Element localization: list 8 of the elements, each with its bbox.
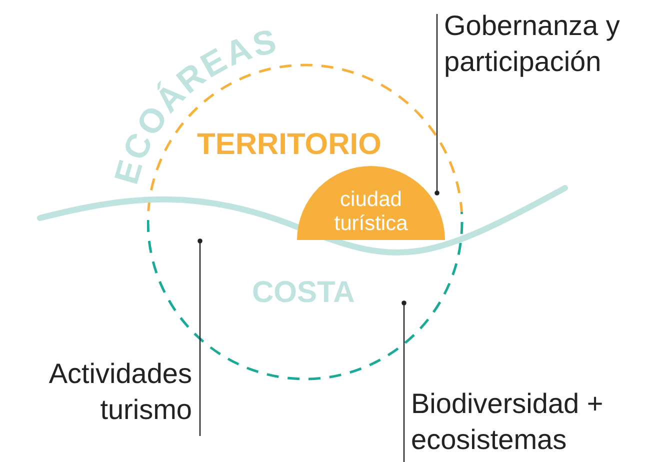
leader-line [434, 14, 440, 196]
leader-line [198, 238, 202, 436]
region-label: COSTA [252, 276, 355, 310]
note-text: Gobernanza y participación [444, 8, 644, 80]
dome-label: ciudad turística [333, 188, 409, 236]
leader-line [402, 300, 406, 462]
note-text: Biodiversidad + ecosistemas [411, 386, 647, 458]
note-text: Actividades turismo [10, 356, 192, 428]
